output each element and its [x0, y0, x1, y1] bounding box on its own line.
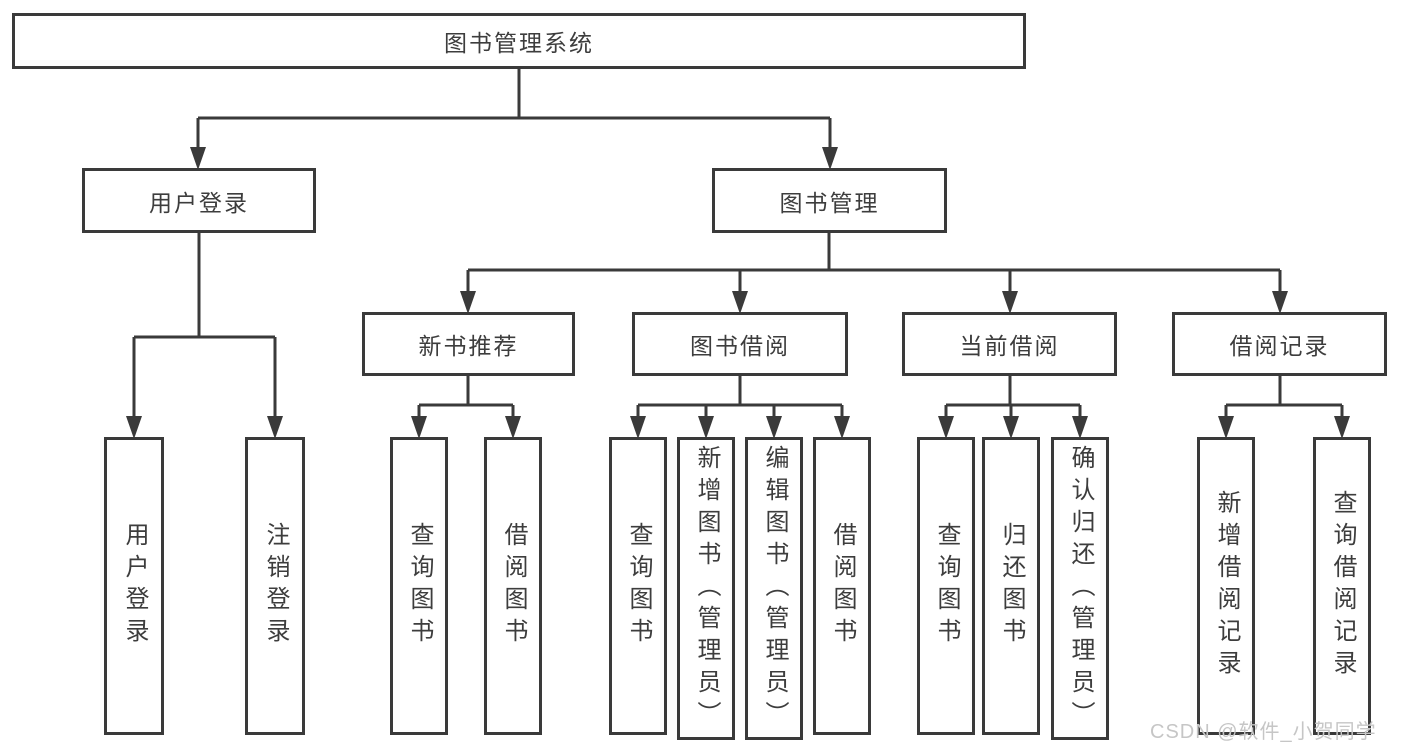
node-label: 图书管理系统 [444, 30, 594, 56]
leaf-label: 借阅图书 [829, 522, 856, 650]
leaf-query-books-current: 查询图书 [917, 437, 975, 735]
arrowheads [126, 147, 1350, 439]
leaf-label: 查询借阅记录 [1329, 490, 1356, 682]
node-user-login: 用户登录 [82, 168, 316, 233]
leaf-logout: 注销登录 [245, 437, 305, 735]
node-label: 图书借阅 [690, 333, 790, 359]
leaf-add-borrow-record: 新增借阅记录 [1197, 437, 1255, 735]
leaf-label: 新增借阅记录 [1213, 490, 1240, 682]
leaf-borrow-books-recommend: 借阅图书 [484, 437, 542, 735]
node-label: 用户登录 [149, 189, 249, 216]
csdn-watermark: CSDN @软件_小贺同学 [1150, 721, 1377, 743]
leaf-add-book-admin: 新增图书（管理员） [677, 437, 735, 740]
node-book-borrowing: 图书借阅 [632, 312, 848, 376]
leaf-user-login: 用户登录 [104, 437, 164, 735]
node-borrowing-records: 借阅记录 [1172, 312, 1387, 376]
leaf-label: 查询图书 [625, 522, 652, 650]
leaf-label: 编辑图书（管理员） [761, 444, 788, 733]
leaf-return-books: 归还图书 [982, 437, 1040, 735]
node-label: 图书管理 [779, 189, 880, 216]
leaf-label: 确认归还（管理员） [1067, 444, 1094, 733]
leaf-edit-book-admin: 编辑图书（管理员） [745, 437, 803, 740]
leaf-query-borrow-record: 查询借阅记录 [1313, 437, 1371, 735]
node-current-borrowing: 当前借阅 [902, 312, 1117, 376]
leaf-label: 查询图书 [406, 522, 433, 650]
leaf-query-books-borrow: 查询图书 [609, 437, 667, 735]
node-label: 新书推荐 [418, 333, 519, 359]
leaf-label: 新增图书（管理员） [693, 444, 720, 733]
node-book-management: 图书管理 [712, 168, 947, 233]
leaf-confirm-return-admin: 确认归还（管理员） [1051, 437, 1109, 740]
leaf-label: 借阅图书 [500, 522, 527, 650]
node-label: 借阅记录 [1229, 333, 1330, 359]
leaf-label: 查询图书 [933, 522, 960, 650]
node-library-management-system: 图书管理系统 [12, 13, 1026, 69]
node-new-book-recommendation: 新书推荐 [362, 312, 575, 376]
leaf-label: 注销登录 [262, 522, 289, 650]
node-label: 当前借阅 [959, 333, 1060, 359]
leaf-query-books-recommend: 查询图书 [390, 437, 448, 735]
leaf-label: 归还图书 [998, 522, 1025, 650]
leaf-borrow-books-borrow: 借阅图书 [813, 437, 871, 735]
leaf-label: 用户登录 [121, 522, 148, 650]
